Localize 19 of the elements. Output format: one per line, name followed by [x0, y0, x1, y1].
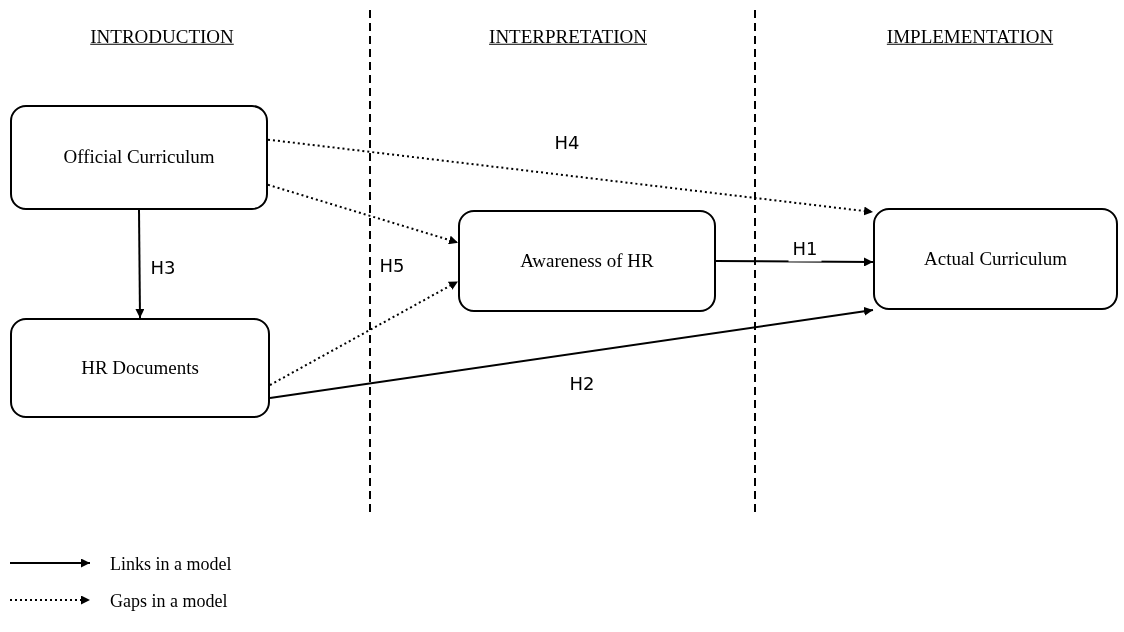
- box-label: Official Curriculum: [62, 145, 216, 170]
- rounded-box: [873, 208, 1118, 310]
- arrow: [135, 209, 145, 319]
- rounded-box: [10, 105, 268, 210]
- arrow: [715, 257, 874, 267]
- box-label: Awareness of HR: [519, 248, 655, 273]
- column-heading: IMPLEMENTATION: [886, 24, 1054, 49]
- box-label: Actual Curriculum: [923, 246, 1068, 271]
- dotted-arrow: [269, 280, 459, 386]
- box-label: HR Documents: [80, 355, 200, 380]
- rounded-box: [458, 210, 716, 312]
- column-heading: INTRODUCTION: [90, 24, 234, 49]
- dotted-arrow: [267, 138, 874, 216]
- column-heading: INTERPRETATION: [489, 24, 647, 49]
- rounded-box: [10, 318, 270, 418]
- legend-text: Gaps in a model: [110, 590, 228, 613]
- legend-text: Links in a model: [110, 553, 232, 576]
- dotted-arrow: [267, 183, 459, 245]
- arrow: [269, 306, 874, 399]
